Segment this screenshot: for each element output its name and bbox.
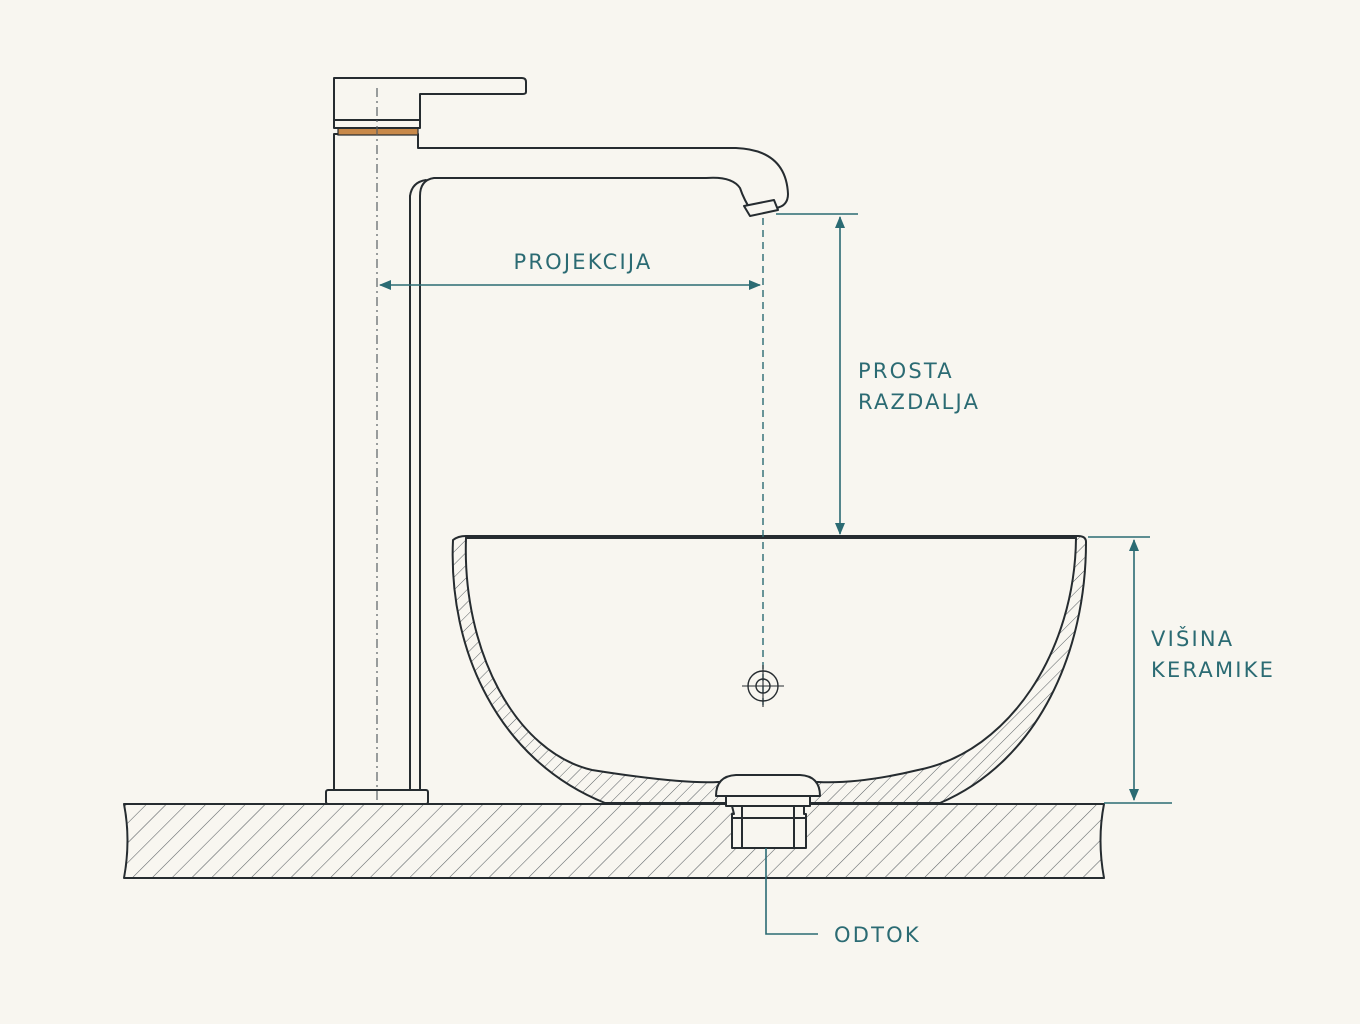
- countertop: [123, 803, 1105, 879]
- ceramic-height-dimension: VIŠINA KERAMIKE: [1088, 536, 1275, 804]
- drain-leader: ODTOK: [765, 848, 921, 947]
- drain-assembly: [715, 774, 821, 849]
- projection-dimension: PROJEKCIJA: [379, 250, 761, 290]
- faucet: [325, 77, 789, 805]
- ceramic-height-label-line2: KERAMIKE: [1151, 658, 1275, 682]
- drain-label: ODTOK: [834, 923, 921, 947]
- clear-distance-dimension: PROSTA RAZDALJA: [776, 213, 980, 535]
- clear-distance-label-line1: PROSTA: [858, 359, 954, 383]
- vessel-basin: [451, 535, 1087, 804]
- projection-label: PROJEKCIJA: [514, 250, 653, 274]
- ceramic-height-label-line1: VIŠINA: [1151, 626, 1234, 651]
- drain-target-icon: [742, 665, 784, 707]
- clear-distance-label-line2: RAZDALJA: [858, 390, 980, 414]
